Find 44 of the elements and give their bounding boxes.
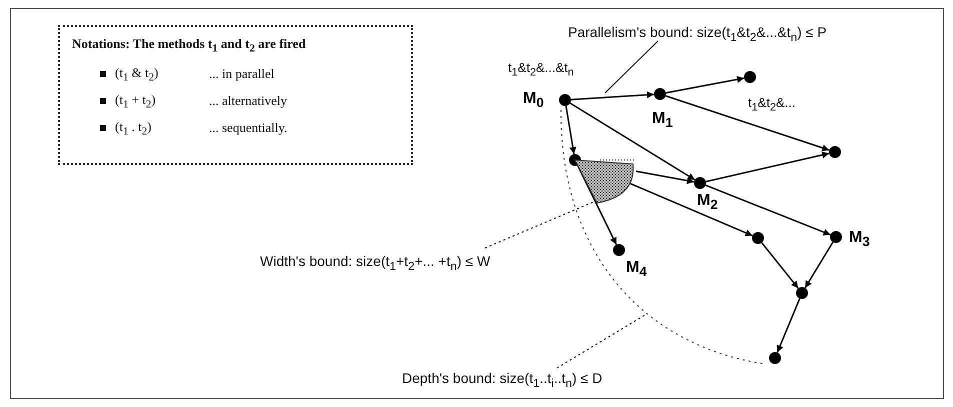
state-dot [752,232,764,244]
arrow [570,91,654,100]
notation-expression: (t$_{1}$ + t$_{2}$) [115,92,157,110]
state-label: M$_{2}$ [697,192,718,212]
state-label: M$_{1}$ [652,110,673,130]
state-label: M$_{3}$ [849,229,870,250]
arrow [666,76,744,94]
notation-heading: Notations: The methods t$_{1}$ and t$_{2}$ are fired [72,36,307,55]
state-dot [559,94,571,106]
notation-description: ... sequentially. [209,120,288,136]
transition-label: t$_{1}$&t$_{2}$&... [748,95,796,114]
notation-description: ... in parallel [209,66,274,82]
arrow [570,102,696,180]
transition-label: t$_{1}$&t$_{2}$&...&t$_{n}$ [508,60,574,79]
state-label: M$_{4}$ [626,259,647,280]
leader-line [604,40,658,94]
state-dot [744,71,756,83]
shaded-wedge [574,160,634,204]
state-label: M$_{0}$ [523,90,544,110]
notation-box [58,25,413,165]
arrow [776,298,800,353]
arrow [628,182,753,236]
state-dot [796,287,808,299]
arrow [665,95,830,152]
state-dot [654,88,666,100]
notation-expression: (t$_{1}$ & t$_{2}$) [115,64,160,84]
state-dot [613,244,625,256]
arrow [565,106,576,154]
leader-line [556,314,646,368]
arrow [706,152,830,182]
arrow [705,184,831,236]
state-dot [694,177,706,189]
bound-text: Width's bound: size(t$_{1}$+t$_{2}$+... +t$_{n}$) ≤ W [260,253,490,273]
notation-expression: (t$_{1}$ . t$_{2}$) [115,118,153,138]
arrow [761,242,799,289]
state-dot [769,352,781,364]
bound-text: Depth's bound: size(t$_{1}$..t$_{i}$..t$_{n}$) ≤ D [402,370,602,390]
arrow [804,242,834,288]
notation-description: ... alternatively [209,93,287,110]
arrow [576,165,618,245]
arrow [636,170,694,184]
bound-text: Parallelism's bound: size(t$_{1}$&t$_{2}$&...&t$_{n}$) ≤ P [568,24,827,44]
state-dot [829,146,841,158]
state-dot [830,231,842,243]
